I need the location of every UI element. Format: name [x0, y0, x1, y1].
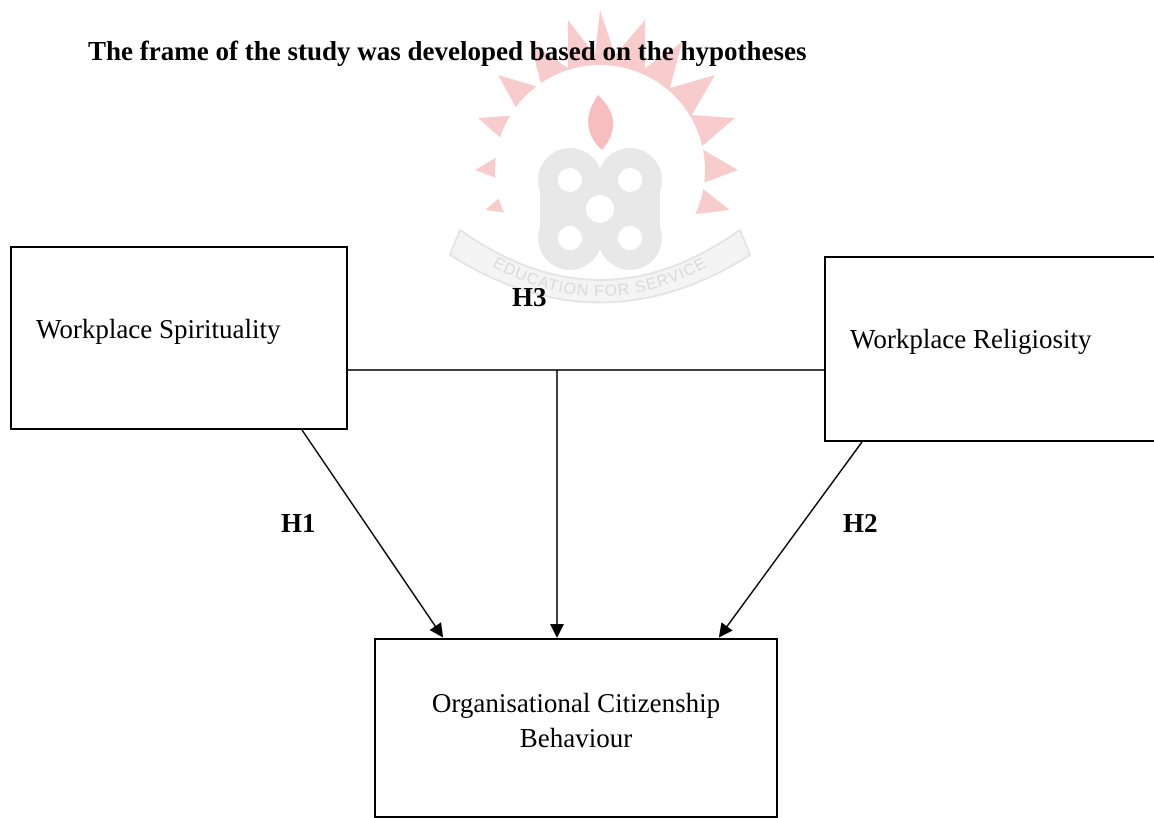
connector-lines: [301, 369, 863, 638]
node-label: Workplace Religiosity: [850, 324, 1092, 354]
node-label: Workplace Spirituality: [36, 314, 281, 344]
node-label: Organisational Citizenship Behaviour: [431, 688, 721, 753]
node-workplace-spirituality: Workplace Spirituality: [10, 246, 348, 430]
watermark-seal: EDUCATION FOR SERVICE: [448, 10, 752, 304]
torch-flame-icon: [588, 95, 614, 150]
hypothesis-label-h1: H1: [281, 508, 316, 538]
hypothesis-label-h2: H2: [843, 508, 878, 538]
h2-arrow: [718, 441, 863, 638]
node-organisational-citizenship-behaviour: Organisational Citizenship Behaviour: [374, 638, 778, 818]
h1-arrow: [301, 429, 444, 638]
ribbon-banner: [448, 228, 752, 304]
diagram-heading: The frame of the study was developed bas…: [88, 36, 807, 66]
hypothesis-label-h3: H3: [512, 282, 547, 312]
node-workplace-religiosity: Workplace Religiosity: [824, 256, 1154, 442]
